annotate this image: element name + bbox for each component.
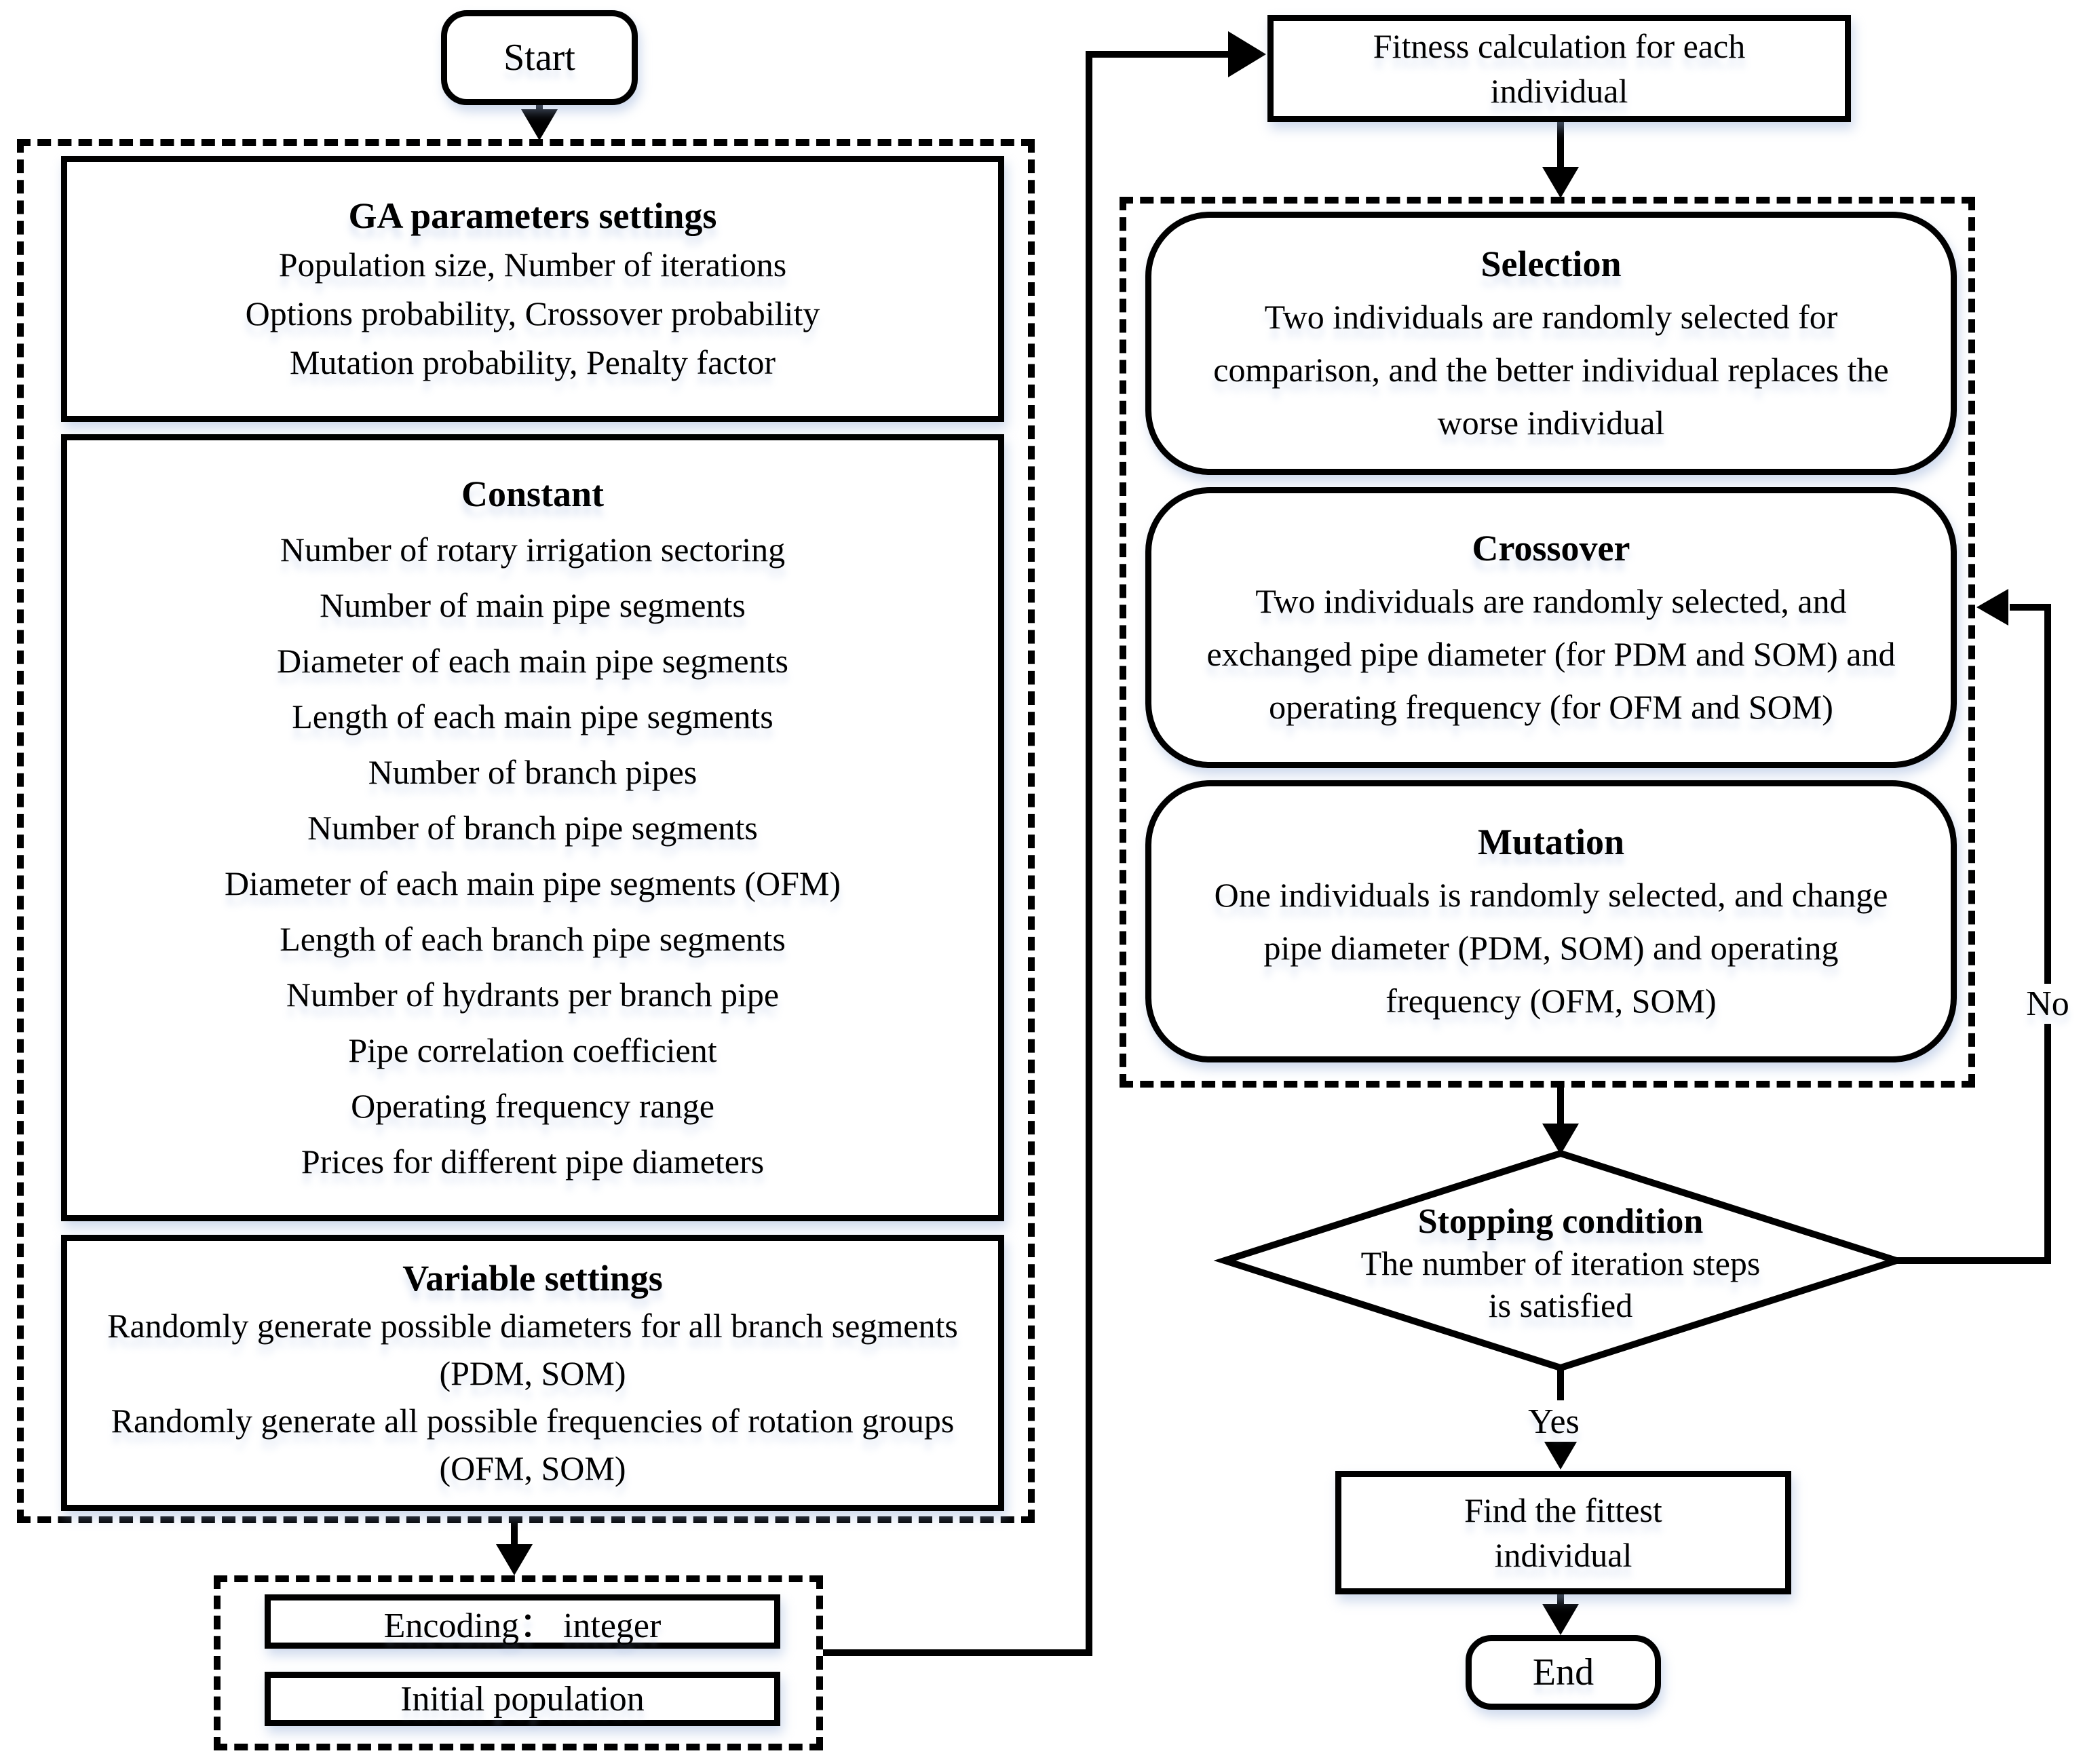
variable-settings-lines: Randomly generate possible diameters for… xyxy=(107,1306,958,1487)
variable-settings-box: Variable settings Randomly generate poss… xyxy=(61,1235,1004,1511)
stopping-condition-lines: The number of iteration steps is satisfi… xyxy=(1360,1244,1761,1324)
arrowhead-right-icon xyxy=(1228,31,1266,77)
fitness-lines: Fitness calculation for each individual xyxy=(1373,27,1746,110)
encoding-dashed-group xyxy=(214,1575,823,1750)
encoding-box: Encoding： integer xyxy=(265,1594,780,1649)
stopping-condition-title: Stopping condition xyxy=(1417,1202,1704,1241)
crossover-box: Crossover Two individuals are randomly s… xyxy=(1145,487,1957,768)
mutation-box: Mutation One individuals is randomly sel… xyxy=(1145,780,1957,1062)
yes-edge-label: Yes xyxy=(1503,1402,1605,1442)
stopping-diamond-shape xyxy=(1213,1149,1908,1372)
arrowhead-down-icon xyxy=(1542,167,1579,198)
constant-lines: Number of rotary irrigation sectoring Nu… xyxy=(224,531,841,1181)
arrowhead-down-icon xyxy=(1542,1124,1579,1155)
arrowhead-down-icon xyxy=(1542,1438,1579,1470)
no-edge-label: No xyxy=(2005,984,2083,1024)
crossover-lines: Two individuals are randomly selected, a… xyxy=(1206,582,1896,726)
arrowheads xyxy=(496,31,2008,1635)
selection-box: Selection Two individuals are randomly s… xyxy=(1145,212,1957,475)
initial-population-label: Initial population xyxy=(400,1679,645,1719)
arrowhead-down-icon xyxy=(496,1544,533,1575)
start-label: Start xyxy=(503,37,575,79)
end-label: End xyxy=(1532,1651,1594,1693)
selection-title: Selection xyxy=(1480,244,1622,284)
edge-encoding-to-fitness xyxy=(823,51,1229,1656)
ga-parameters-lines: Population size, Number of iterations Op… xyxy=(245,246,820,381)
constant-box: Constant Number of rotary irrigation sec… xyxy=(61,434,1004,1221)
initial-population-box: Initial population xyxy=(265,1672,780,1726)
crossover-title: Crossover xyxy=(1472,528,1630,569)
constant-title: Constant xyxy=(461,474,605,514)
end-node: End xyxy=(1466,1635,1661,1710)
fittest-lines: Find the fittest individual xyxy=(1464,1491,1662,1574)
settings-dashed-group xyxy=(17,139,1035,1523)
edge-no-feedback xyxy=(1895,604,2051,1264)
arrowhead-down-icon xyxy=(521,109,558,140)
stopping-diamond-text: Stopping condition The number of iterati… xyxy=(1323,1200,1798,1328)
encoding-label: Encoding： integer xyxy=(383,1606,662,1645)
arrowhead-left-icon xyxy=(1976,589,2008,626)
mutation-lines: One individuals is randomly selected, an… xyxy=(1214,876,1888,1020)
selection-lines: Two individuals are randomly selected fo… xyxy=(1213,298,1889,442)
arrowhead-down-icon xyxy=(1542,1604,1579,1635)
start-node: Start xyxy=(441,10,638,105)
genetic-operators-dashed-group xyxy=(1120,197,1975,1088)
ga-parameters-title: GA parameters settings xyxy=(348,195,717,236)
fitness-box: Fitness calculation for each individual xyxy=(1267,15,1851,122)
variable-settings-title: Variable settings xyxy=(402,1257,663,1299)
fittest-box: Find the fittest individual xyxy=(1335,1471,1791,1594)
ga-parameters-box: GA parameters settings Population size, … xyxy=(61,156,1004,422)
mutation-title: Mutation xyxy=(1478,822,1624,862)
